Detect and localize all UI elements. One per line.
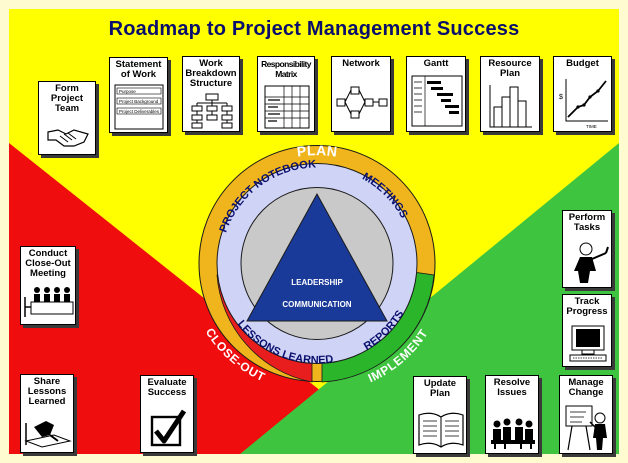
share-lessons-card: Share Lessons Learned [20,374,74,453]
network-card: Network [331,56,391,132]
responsibility-matrix-card: Responsibility Matrix [257,56,315,132]
update-plan-card: Update Plan [413,376,467,454]
network-label: Network [342,58,380,69]
svg-text:Project Deliverables: Project Deliverables [119,109,160,114]
wbs-card: Work Breakdown Structure [182,56,240,132]
budget-label: Budget [566,58,599,69]
wbs-label: Work Breakdown Structure [185,58,237,89]
writing-icon [24,421,72,448]
share-lessons-label: Share Lessons Learned [27,376,67,407]
form-team-card: Form Project Team [38,81,96,155]
update-plan-label: Update Plan [423,378,457,399]
page-title: Roadmap to Project Management Success [108,18,520,40]
meeting-table-icon [24,287,74,317]
closeout-meeting-label: Conduct Close-Out Meeting [25,248,71,279]
hierarchy-icon [191,93,233,129]
worker-icon [574,242,609,283]
resource-plan-card: Resource Plan [480,56,540,132]
ring-cycle: LEADERSHIP COMMUNICATION [198,145,436,383]
evaluate-success-card: Evaluate Success [140,375,194,453]
document-icon: Purpose Project Background Project Deliv… [114,84,164,130]
resolve-issues-label: Resolve Issues [493,377,531,398]
computer-icon [569,325,607,362]
manage-change-label: Manage Change [568,377,604,398]
svg-text:Project Background: Project Background [119,99,159,104]
statement-of-work-card: Statement of Work Purpose Project Backgr… [109,57,168,133]
line-chart-icon: $ TIME [559,79,608,129]
track-progress-label: Track Progress [566,296,608,317]
resolve-issues-card: Resolve Issues [485,375,539,454]
handshake-icon [47,129,89,147]
leadership-label: LEADERSHIP [291,278,343,287]
plan-phase-label: PLAN [296,142,338,160]
gantt-label: Gantt [423,58,449,69]
bar-chart-icon [489,85,532,128]
perform-tasks-label: Perform Tasks [568,212,606,233]
form-team-label: Form Project Team [50,83,84,114]
matrix-icon [264,85,310,129]
network-icon [336,86,388,119]
leadership-triangle [246,192,388,322]
manage-change-card: Manage Change [559,375,613,454]
gantt-icon [411,75,463,127]
svg-text:Purpose: Purpose [119,89,136,94]
presenter-icon [565,405,607,451]
checkmark-icon [150,409,187,447]
closeout-meeting-card: Conduct Close-Out Meeting [20,246,76,325]
communication-label: COMMUNICATION [282,300,351,309]
svg-text:$: $ [559,94,563,101]
resource-plan-label: Resource Plan [488,58,532,79]
gantt-card: Gantt [406,56,466,132]
open-book-icon [418,412,464,448]
statement-of-work-label: Statement of Work [115,59,162,80]
evaluate-success-label: Evaluate Success [147,377,187,398]
svg-text:TIME: TIME [586,124,597,129]
responsibility-matrix-label: Responsibility Matrix [261,59,311,79]
track-progress-card: Track Progress [562,294,612,367]
meeting-icon [491,418,535,449]
perform-tasks-card: Perform Tasks [562,210,612,288]
budget-card: Budget $ TIME [553,56,612,132]
